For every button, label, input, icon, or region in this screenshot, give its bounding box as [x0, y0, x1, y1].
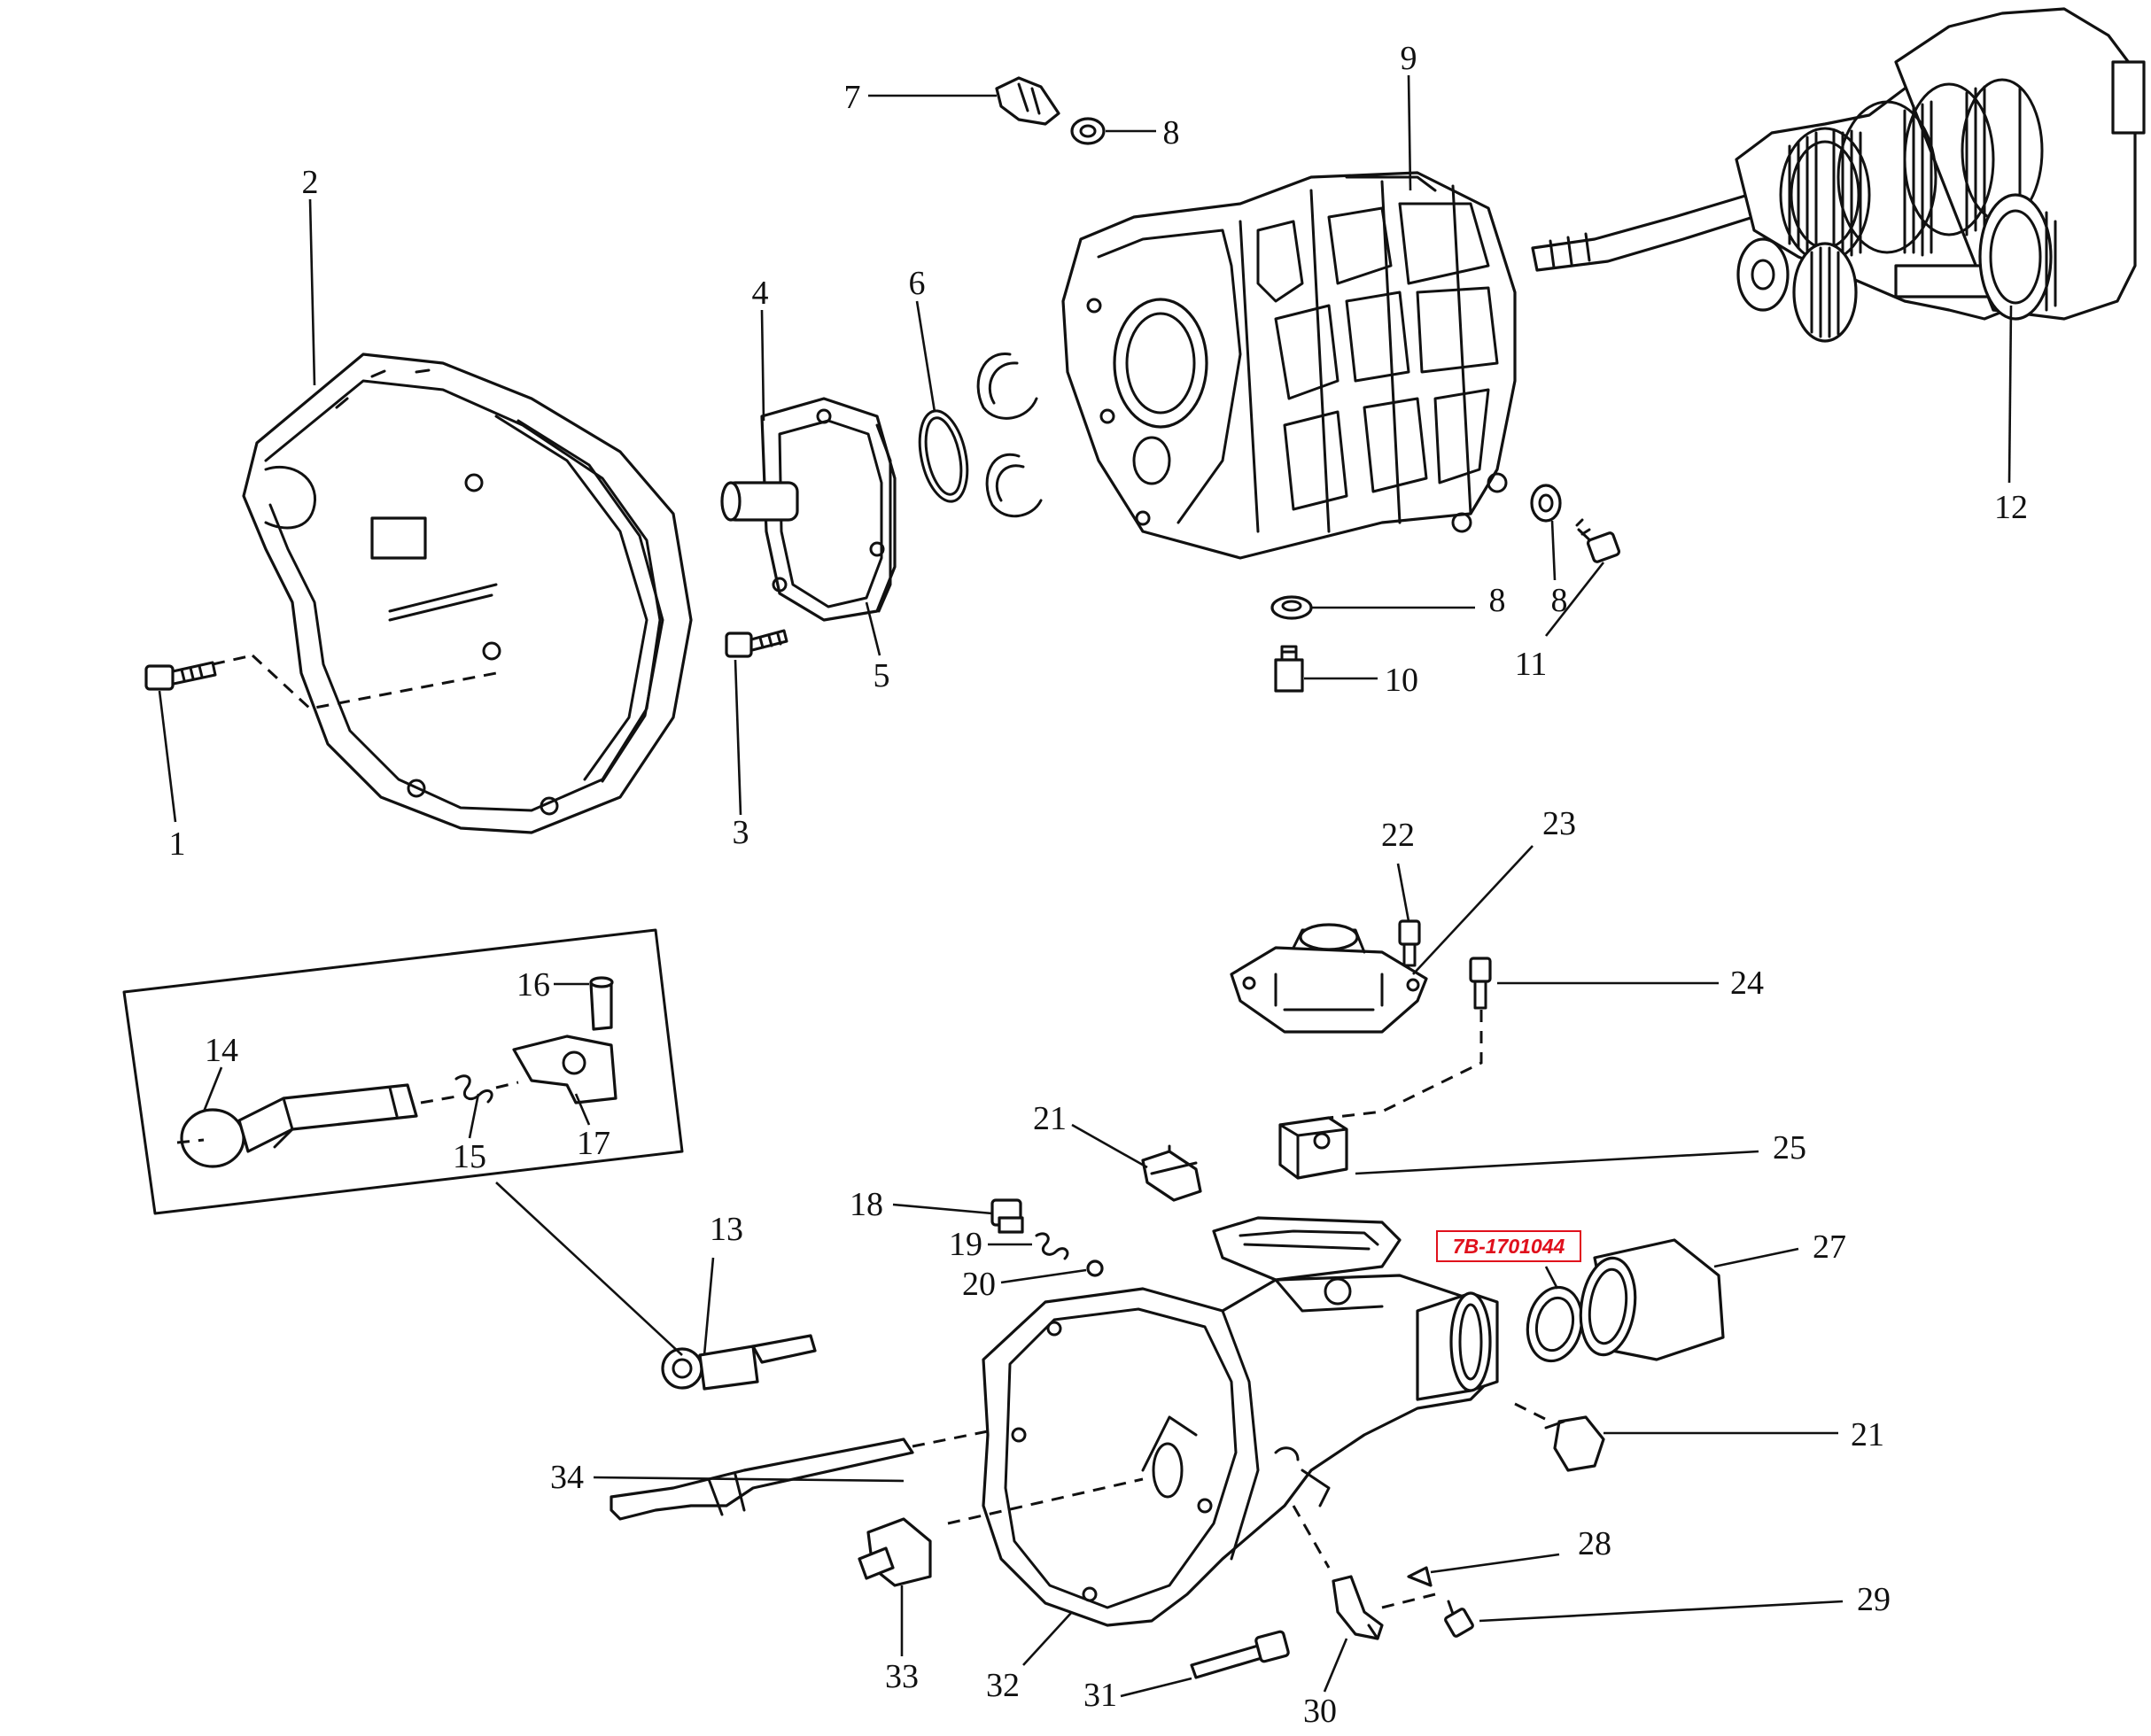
case-bolt-part — [1575, 518, 1621, 563]
clip-part — [1407, 1566, 1433, 1587]
bolt-part-22 — [1398, 919, 1421, 967]
callout-22: 22 — [1381, 817, 1415, 854]
callout-11: 11 — [1515, 646, 1548, 683]
shift-rod-part — [180, 1083, 418, 1168]
callout-14: 14 — [205, 1032, 238, 1069]
callout-12: 12 — [1994, 489, 2028, 526]
breather-fitting-part — [1332, 1575, 1384, 1640]
fitting-part-upper — [1141, 1144, 1202, 1202]
callout-33: 33 — [885, 1658, 919, 1695]
callout-34: 34 — [550, 1459, 584, 1496]
long-bolt-part — [1190, 1630, 1290, 1679]
mount-part — [858, 1517, 932, 1587]
bolt-part-24 — [1469, 957, 1492, 1010]
clutch-bell-housing-part — [242, 353, 693, 834]
washer-part-top — [1070, 117, 1106, 145]
callout-16: 16 — [516, 966, 550, 1004]
callout-7: 7 — [844, 79, 861, 116]
callout-21-upper: 21 — [1033, 1100, 1067, 1137]
leader-lines — [158, 74, 2013, 1698]
plug-part-18 — [990, 1198, 1024, 1234]
sensor-block-part — [1278, 1116, 1348, 1180]
callout-13: 13 — [710, 1211, 743, 1248]
callout-25: 25 — [1773, 1129, 1806, 1166]
callout-17: 17 — [577, 1125, 610, 1162]
callout-18: 18 — [850, 1186, 883, 1223]
callout-20: 20 — [962, 1266, 996, 1303]
housing-bolt-part — [144, 661, 217, 691]
shifter-cover-part — [1230, 923, 1428, 1034]
transmission-case-part — [1061, 171, 1517, 560]
callout-1: 1 — [169, 825, 186, 863]
callout-10: 10 — [1385, 662, 1418, 699]
shift-rod-inset-frame — [122, 928, 684, 1215]
callout-23: 23 — [1542, 805, 1576, 842]
callout-5: 5 — [874, 657, 890, 694]
retainer-bolt-part — [725, 629, 788, 658]
callout-29: 29 — [1857, 1581, 1891, 1618]
callout-15: 15 — [453, 1138, 486, 1175]
callout-31: 31 — [1083, 1677, 1117, 1714]
snap-ring-parts — [918, 353, 1043, 518]
sleeve-part — [1579, 1238, 1725, 1361]
callout-28: 28 — [1578, 1525, 1611, 1562]
part-number-text: 7B-1701044 — [1453, 1235, 1565, 1258]
callout-9: 9 — [1401, 40, 1417, 77]
part-number-tag: 7B-1701044 — [1436, 1230, 1581, 1262]
drain-plug-part — [995, 76, 1060, 126]
callout-19: 19 — [949, 1226, 982, 1263]
callout-8-lower: 8 — [1489, 582, 1506, 619]
spring-part-19 — [1035, 1232, 1069, 1260]
callout-3: 3 — [733, 814, 749, 851]
callout-8-top: 8 — [1163, 114, 1180, 151]
ball-part-20 — [1086, 1259, 1104, 1277]
callout-2: 2 — [302, 164, 319, 201]
callout-30: 30 — [1303, 1693, 1337, 1730]
extension-housing-part — [982, 1216, 1499, 1627]
pin-part — [589, 976, 614, 1031]
switch-part — [661, 1334, 817, 1391]
callout-8-case: 8 — [1551, 582, 1568, 619]
callout-24: 24 — [1730, 965, 1764, 1002]
callout-labels: 1 2 3 4 5 6 7 8 8 8 9 10 11 12 13 14 15 … — [169, 40, 2029, 1730]
oil-seal-part — [1526, 1285, 1584, 1363]
gear-train-assembly-part — [1531, 7, 2146, 343]
shift-head-part — [512, 1035, 617, 1104]
callout-4: 4 — [752, 275, 769, 312]
shift-spring-part — [454, 1074, 493, 1104]
bolt-part-29 — [1444, 1600, 1474, 1638]
callout-32: 32 — [986, 1667, 1020, 1704]
bearing-retainer-part — [720, 397, 897, 622]
fitting-part-lower — [1544, 1415, 1605, 1472]
washer-part-case — [1530, 484, 1562, 523]
washer-part-lower — [1270, 595, 1313, 620]
callout-27: 27 — [1813, 1228, 1846, 1266]
callout-21-lower: 21 — [1851, 1416, 1884, 1453]
filler-plug-part — [1274, 645, 1304, 693]
callout-6: 6 — [909, 265, 926, 302]
